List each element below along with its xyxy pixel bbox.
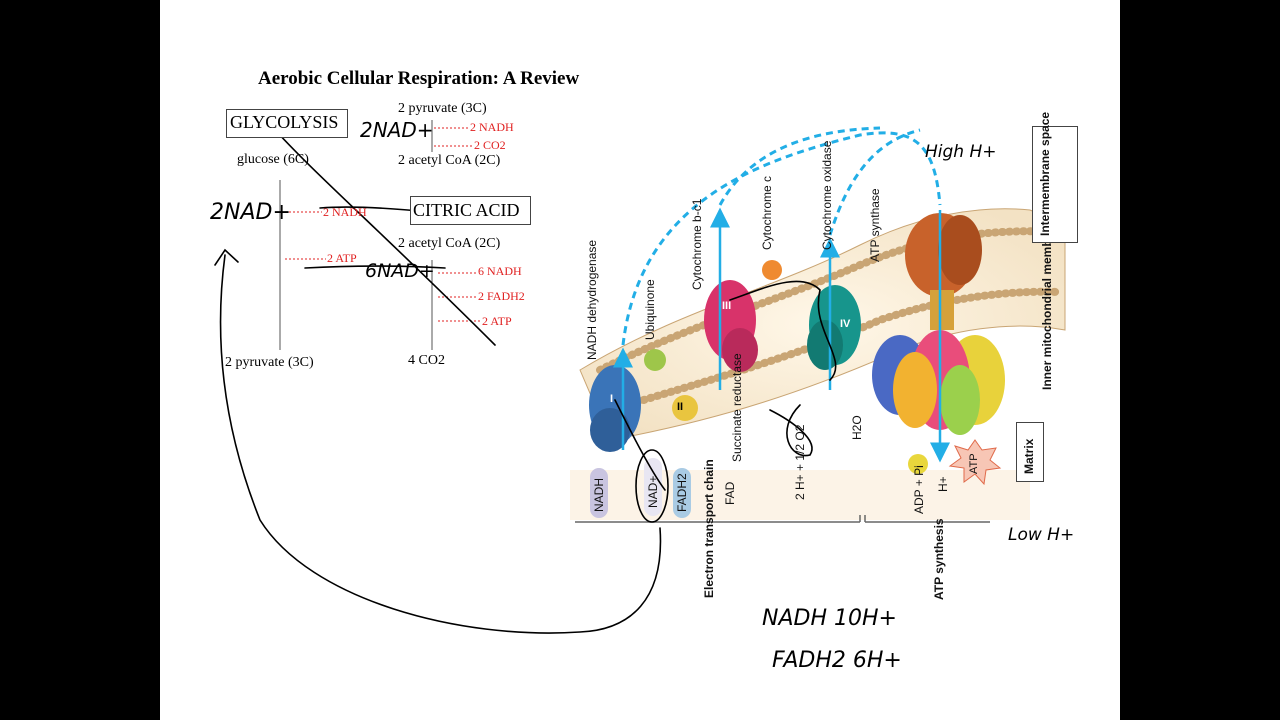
label-fadh2: FADH2 xyxy=(675,473,689,512)
label-atp-product: ATP xyxy=(968,453,980,474)
hand-6nad: 6NAD+ xyxy=(365,260,435,282)
label-nadh-dehydrogenase: NADH dehydrogenase xyxy=(585,239,599,360)
glycolysis-flow-lines xyxy=(279,120,433,350)
label-h-plus-matrix: H+ xyxy=(936,476,950,492)
label-cytochrome-bc1: Cytochrome b-c1 xyxy=(690,198,704,290)
complex-III-label: III xyxy=(722,300,732,312)
label-atp-synthase: ATP synthase xyxy=(868,188,882,262)
hand-2nad-top: 2NAD+ xyxy=(360,118,434,142)
ubiquinone-shape xyxy=(644,349,666,371)
red-dotted-arrows xyxy=(285,127,480,322)
citric-nadh: 6 NADH xyxy=(478,264,522,278)
citric-atp: 2 ATP xyxy=(482,314,512,328)
slide-title: Aerobic Cellular Respiration: A Review xyxy=(258,68,580,89)
label-fad: FAD xyxy=(723,481,737,505)
glycolysis-heading: GLYCOLYSIS xyxy=(230,112,339,132)
citric-input: 2 acetyl CoA (2C) xyxy=(398,236,501,251)
glycolysis-box xyxy=(226,109,348,138)
nadh-pill xyxy=(590,468,608,518)
label-cytochrome-c: Cytochrome c xyxy=(760,175,774,250)
label-cytochrome-oxidase: Cytochrome oxidase xyxy=(820,140,834,250)
prep-product: 2 acetyl CoA (2C) xyxy=(398,153,501,168)
label-nadh: NADH xyxy=(592,477,606,512)
etc-bracket xyxy=(575,515,990,523)
label-adp-pi: ADP + Pi xyxy=(912,465,926,514)
diagram-canvas xyxy=(214,120,1066,634)
prep-input: 2 pyruvate (3C) xyxy=(398,101,487,116)
label-etc-bracket: Electron transport chain xyxy=(702,459,716,598)
glycolysis-atp: 2 ATP xyxy=(327,251,357,265)
intermembrane-box xyxy=(1032,126,1078,243)
proton-pump-arrows xyxy=(613,126,950,463)
citric-acid-box xyxy=(410,196,531,225)
hand-high-h: High H+ xyxy=(925,142,997,162)
label-h2o: H2O xyxy=(850,415,864,440)
complex-I-label: I xyxy=(610,393,614,405)
hand-low-h: Low H+ xyxy=(1008,525,1075,545)
complex-II-label: II xyxy=(677,401,684,413)
adp-pi-dot xyxy=(908,454,928,474)
citric-fadh2: 2 FADH2 xyxy=(478,289,525,303)
prep-co2: 2 CO2 xyxy=(474,138,506,152)
nad-pill xyxy=(644,458,662,516)
label-matrix: Matrix xyxy=(1022,438,1036,474)
slide-page: Aerobic Cellular Respiration: A Review G… xyxy=(160,0,1120,720)
citric-acid-heading: CITRIC ACID xyxy=(413,200,520,220)
citric-product: 4 CO2 xyxy=(408,353,445,368)
matrix-box xyxy=(1016,422,1044,482)
hand-fadh2-yield: FADH2 6H+ xyxy=(772,648,902,673)
atp-starburst xyxy=(948,439,1002,486)
hand-2nad-left: 2NAD+ xyxy=(210,200,291,225)
label-succinate-reductase: Succinate reductase xyxy=(730,353,744,462)
complex-IV-label: IV xyxy=(840,318,851,330)
fadh2-pill xyxy=(673,468,691,518)
complex-III-shape xyxy=(704,280,758,372)
label-atp-synthesis-bracket: ATP synthesis xyxy=(932,518,946,600)
complex-II-shape xyxy=(672,395,698,421)
glycolysis-nadh: 2 NADH xyxy=(323,205,367,219)
label-intermembrane-space: Intermembrane space xyxy=(1038,111,1052,236)
label-nad: NAD+ xyxy=(646,475,660,508)
hand-nadh-yield: NADH 10H+ xyxy=(762,606,897,631)
cytochrome-c-shape xyxy=(762,260,782,280)
complex-I-shape xyxy=(589,365,641,452)
glucose-label: glucose (6C) xyxy=(237,152,309,167)
label-ubiquinone: Ubiquinone xyxy=(643,279,657,340)
glycolysis-product: 2 pyruvate (3C) xyxy=(225,355,314,370)
prep-nadh: 2 NADH xyxy=(470,120,514,134)
label-oxygen-reaction: 2 H+ + 1/2 O2 xyxy=(793,424,807,500)
